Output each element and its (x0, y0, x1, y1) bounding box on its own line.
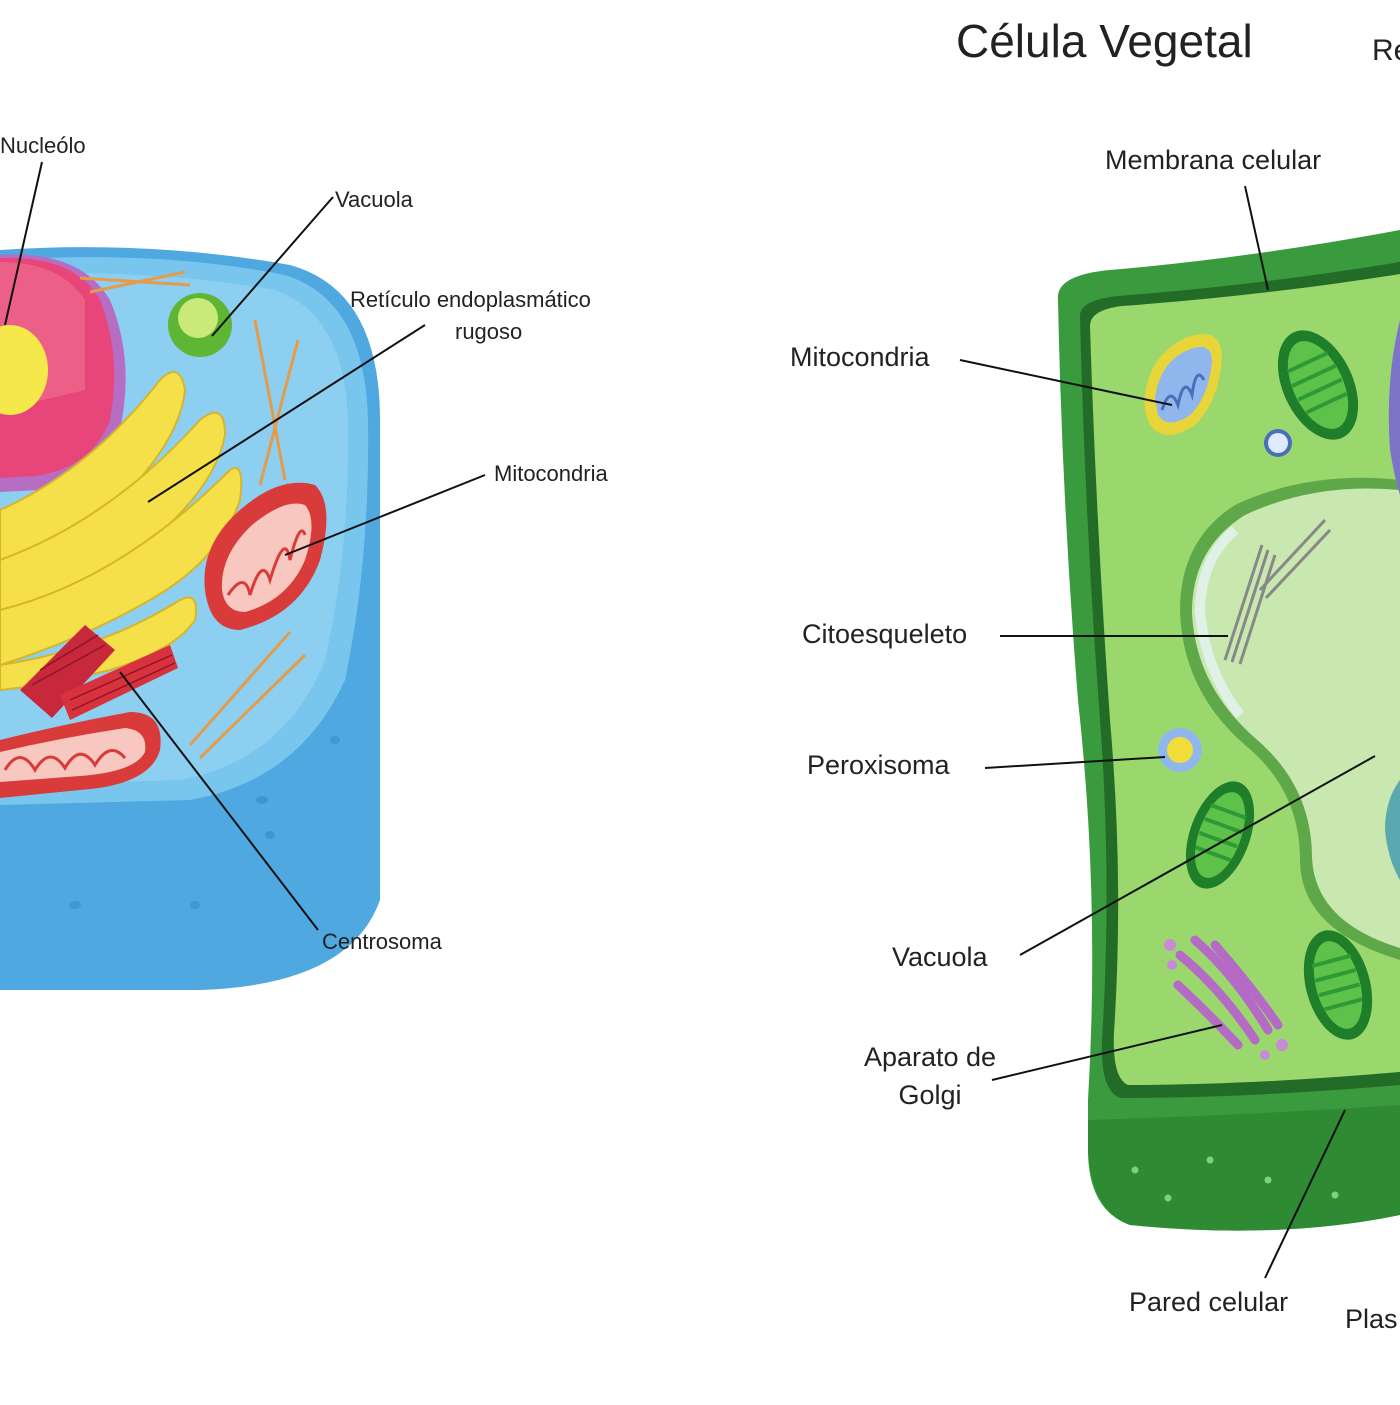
chloroplast-2 (1185, 781, 1255, 889)
label-plas-cut: Plas (1345, 1304, 1398, 1334)
label-mitocondria-animal: Mitocondria (494, 461, 608, 486)
label-vacuola-animal: Vacuola (335, 187, 413, 212)
nucleus (0, 254, 126, 492)
mitochondrion-animal-2 (0, 712, 161, 798)
label-membrana: Membrana celular (1105, 145, 1322, 175)
label-pared: Pared celular (1129, 1287, 1289, 1317)
chloroplast-1 (1277, 330, 1359, 440)
label-centrosoma: Centrosoma (322, 929, 442, 954)
cut-off-title: Re (1372, 34, 1400, 67)
label-mitocondria-plant: Mitocondria (790, 342, 930, 372)
plant-cell (959, 185, 1400, 1279)
centrosome (20, 625, 178, 720)
label-reticulo-line1: Retículo endoplasmático (350, 287, 591, 312)
mitochondrion-plant (1144, 334, 1222, 435)
animal-cytoskeleton (79, 270, 307, 760)
animal-cell (0, 161, 486, 991)
label-reticulo-line2: rugoso (455, 319, 523, 344)
plant-leader-lines (959, 185, 1376, 1279)
label-peroxisoma: Peroxisoma (807, 750, 950, 780)
animal-leader-lines (4, 161, 486, 931)
label-golgi-line1: Aparato de (863, 1042, 997, 1072)
golgi-apparatus (1173, 935, 1283, 1050)
label-vacuola-plant: Vacuola (892, 942, 988, 972)
nucleolus-shape (0, 325, 48, 415)
wall-dots (1131, 1156, 1339, 1202)
label-nucleolo: Nucleólo (0, 133, 86, 158)
mitochondrion-animal-1 (204, 482, 327, 630)
peroxisome-shape (1158, 728, 1202, 772)
plant-cell-title: Célula Vegetal (956, 15, 1253, 67)
golgi-vesicles (1164, 939, 1288, 1060)
plant-cytoskeleton (1223, 518, 1332, 665)
chloroplast-3 (1303, 930, 1373, 1040)
label-golgi-line2: Golgi (898, 1080, 962, 1110)
animal-cytoplasm-dots (69, 736, 340, 909)
label-citoesqueleto: Citoesqueleto (802, 619, 968, 649)
